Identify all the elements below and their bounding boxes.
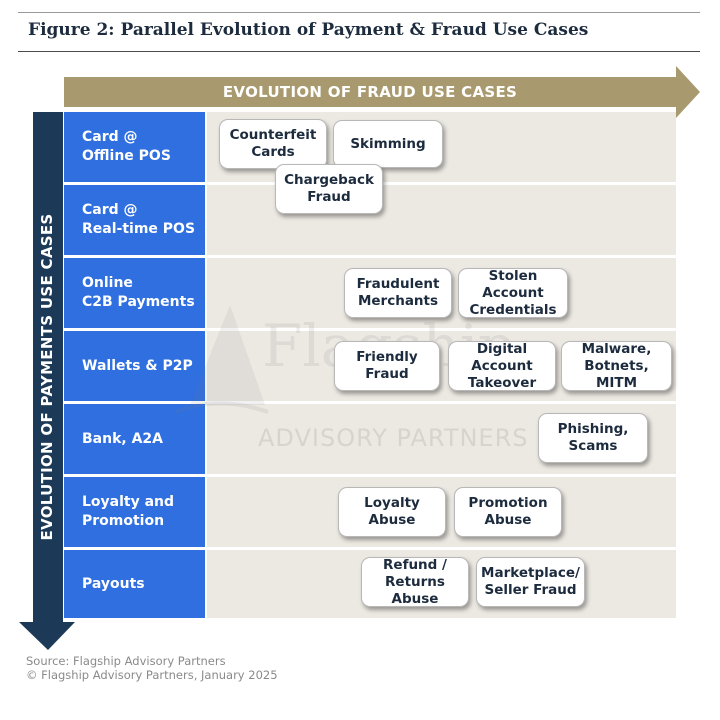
copyright-line: © Flagship Advisory Partners, January 20… [26, 668, 278, 682]
row-label-card-realtime-pos: Card @ Real-time POS [64, 185, 205, 255]
row-label-payouts: Payouts [64, 550, 205, 618]
fraud-box-phishing-scams: Phishing, Scams [538, 413, 648, 463]
watermark-logo-subtitle: ADVISORY PARTNERS [258, 424, 529, 452]
payments-evolution-label: EVOLUTION OF PAYMENTS USE CASES [38, 213, 56, 541]
fraud-box-malware-botnets-mitm: Malware, Botnets, MITM [561, 341, 672, 391]
fraud-box-fraudulent-merchants: Fraudulent Merchants [344, 268, 452, 318]
row-label-loyalty-promotion: Loyalty and Promotion [64, 477, 205, 547]
row-label-online-c2b: Online C2B Payments [64, 258, 205, 328]
title-rule [18, 51, 700, 52]
fraud-box-chargeback-fraud: Chargeback Fraud [275, 164, 383, 214]
fraud-box-refund-returns-abuse: Refund / Returns Abuse [361, 557, 469, 607]
fraud-box-promotion-abuse: Promotion Abuse [454, 487, 562, 537]
payments-evolution-arrow [19, 112, 75, 650]
fraud-box-digital-account-takeover: Digital Account Takeover [448, 341, 556, 391]
fraud-box-skimming: Skimming [333, 120, 443, 168]
row-label-bank-a2a: Bank, A2A [64, 404, 205, 474]
source-line: Source: Flagship Advisory Partners [26, 654, 226, 668]
fraud-box-counterfeit-cards: Counterfeit Cards [219, 119, 327, 169]
source-note: Source: Flagship Advisory Partners © Fla… [26, 654, 278, 682]
fraud-box-stolen-account-credentials: Stolen Account Credentials [458, 268, 568, 318]
top-rule [18, 12, 700, 13]
fraud-evolution-label: EVOLUTION OF FRAUD USE CASES [222, 83, 518, 101]
fraud-box-loyalty-abuse: Loyalty Abuse [338, 487, 446, 537]
figure-title: Figure 2: Parallel Evolution of Payment … [28, 20, 589, 40]
fraud-evolution-arrow [64, 66, 700, 118]
fraud-box-friendly-fraud: Friendly Fraud [334, 341, 440, 391]
fraud-box-marketplace-seller-fraud: Marketplace/ Seller Fraud [476, 557, 585, 607]
row-label-card-offline-pos: Card @ Offline POS [64, 112, 205, 182]
watermark-sail-icon [174, 305, 269, 414]
row-label-wallets-p2p: Wallets & P2P [64, 331, 205, 401]
